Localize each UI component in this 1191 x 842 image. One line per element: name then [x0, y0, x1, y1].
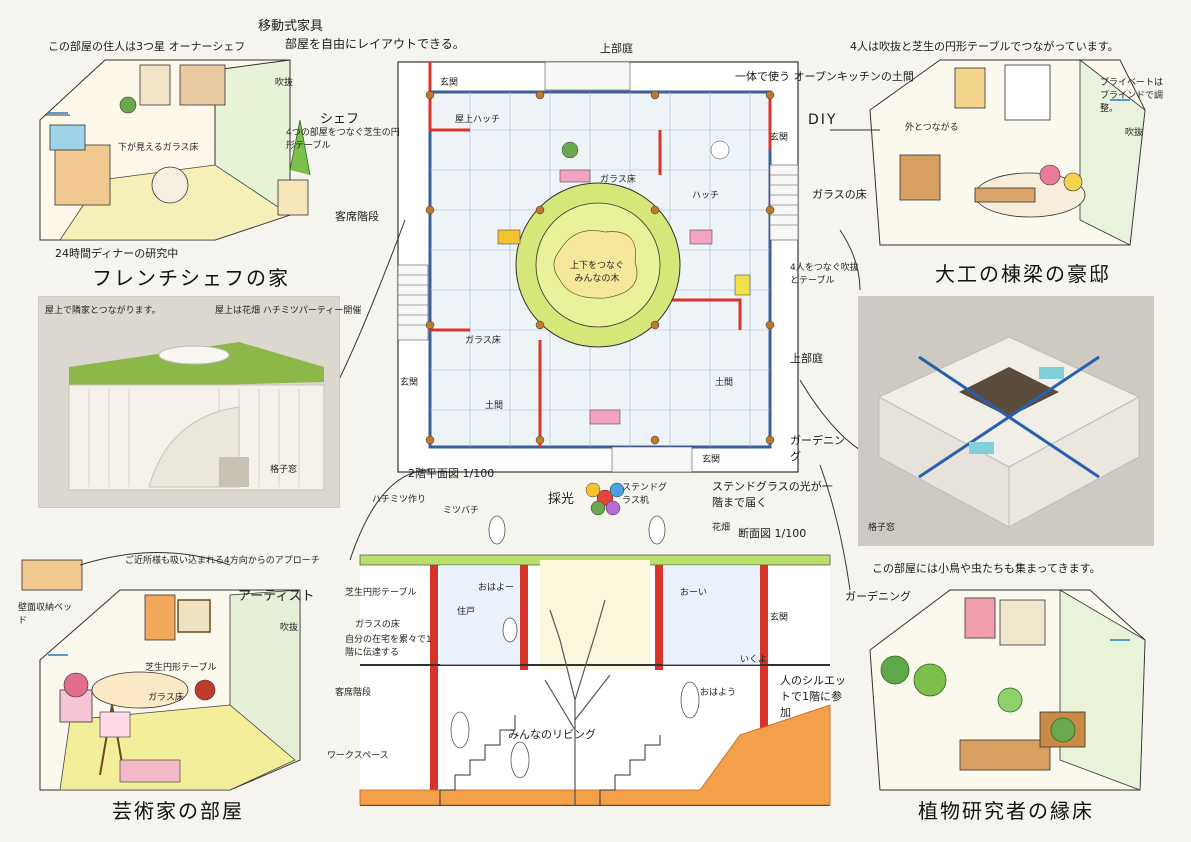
section-genkan: 玄関 [770, 613, 789, 623]
plan-glass-1: ガラス床 [600, 175, 636, 185]
plan-gardening: ガーデニング [790, 434, 845, 463]
plan-genkan-3: 玄関 [400, 378, 419, 388]
plan-connect-note: 4つの部屋をつなぐ芝生の円形テーブル [286, 128, 400, 151]
diy-fukinuke: 吹抜 [1125, 128, 1144, 138]
chef-room-illustration [39, 59, 311, 241]
botanist-room-illustration [869, 589, 1146, 791]
botanist-intro: この部屋には小鳥や虫たちも集まってきます。 [872, 562, 1101, 575]
artist-fukinuke: 吹抜 [280, 623, 299, 633]
diy-caption: 大工の棟梁の豪邸 [935, 262, 1111, 286]
photo-right-lattice-label: 格子窓 [868, 523, 896, 533]
botanist-role: ガーデニング [845, 590, 911, 603]
plan-genkan-2: 玄関 [770, 133, 789, 143]
artist-role: アーティスト [238, 589, 315, 604]
diy-intro: 4人は吹抜と芝生の円形テーブルでつながっています。 [850, 40, 1119, 53]
plan-doma-2: 土間 [715, 378, 734, 388]
chef-fukinuke: 吹抜 [275, 78, 294, 88]
section-skylight: 採光 [548, 492, 575, 507]
section-drawing [359, 482, 831, 806]
model-photo-right [858, 296, 1154, 546]
plan-genkan-1: 玄関 [440, 78, 459, 88]
artist-room-illustration [21, 559, 301, 791]
chef-research-note: 24時間ディナーの研究中 [55, 247, 179, 260]
section-glass-floor: ガラスの床 [355, 620, 400, 630]
approach-note: ご近所様も吸い込まれる4方向からのアプローチ [125, 556, 320, 566]
section-own-house: 自分の在宅を累々で1階に伝達する [345, 635, 432, 658]
section-ohayo-2: おはよう [700, 688, 737, 698]
section-title: 断面図 1/100 [738, 527, 807, 540]
plan-title: 2階平面図 1/100 [408, 467, 495, 480]
plan-center-tree: 上下をつなぐみんなの木 [569, 261, 624, 284]
section-guest-stair: 客席階段 [335, 688, 372, 698]
section-flowerbed: 花畑 [712, 523, 731, 533]
section-oi: おーい [680, 588, 708, 598]
diy-outside-note: 外とつながる [905, 123, 959, 133]
plan-hatch: ハッチ [692, 191, 720, 201]
section-ikuyo: いくよ [740, 655, 768, 665]
floor-plan-drawing [397, 61, 799, 473]
chef-caption: フレンチシェフの家 [92, 266, 290, 290]
section-living: みんなのリビング [508, 728, 596, 741]
artist-caption: 芸術家の部屋 [112, 799, 244, 823]
plan-genkan-4: 玄関 [702, 455, 721, 465]
artist-bed-note: 壁面収納ベッド [18, 603, 73, 626]
photo-left-note-2: 屋上は花畑 ハチミツパーティー開催 [215, 306, 362, 316]
plan-roof-hatch: 屋上ハッチ [455, 115, 501, 125]
movable-furniture-note: 部屋を自由にレイアウトできる。 [285, 37, 465, 51]
section-workspace: ワークスペース [327, 751, 389, 761]
movable-furniture-label: 移動式家具 [258, 19, 324, 34]
plan-guest-stair: 客席階段 [335, 210, 379, 223]
plan-glass-2: ガラス床 [465, 336, 501, 346]
model-photo-left [38, 296, 340, 508]
chef-glass-note: 下が見えるガラス床 [118, 143, 199, 153]
section-silhouette-note: 人のシルエットで1階に参加 [780, 674, 846, 719]
plan-doma-1: 土間 [485, 401, 504, 411]
botanist-caption: 植物研究者の縁床 [918, 799, 1094, 823]
diy-room-illustration [869, 59, 1146, 246]
artist-glass-note: ガラス床 [148, 693, 184, 703]
section-stained-note: ステンドグラスの光が一階まで届く [712, 480, 833, 509]
section-ohayo: おはよー [478, 583, 515, 593]
plan-kitchen-note: 一体で使う オープンキッチンの土間 [735, 70, 914, 83]
section-lawn-table: 芝生円形テーブル [345, 588, 417, 598]
plan-diy-connect: 4人をつなぐ吹抜とテーブル [790, 263, 859, 286]
section-house: 住戸 [457, 607, 476, 617]
chef-role: シェフ [320, 112, 360, 127]
chef-intro: この部屋の住人は3つ星 オーナーシェフ [48, 40, 246, 53]
photo-lattice-label: 格子窓 [270, 465, 298, 475]
section-bee: ミツバチ [443, 506, 480, 516]
plan-top-patio: 上部庭 [600, 42, 633, 55]
photo-left-note-1: 屋上で隣家とつながります。 [45, 306, 161, 316]
section-beehive: ハチミツ作り [372, 495, 427, 505]
diy-role: DIY [808, 112, 838, 128]
artist-table-note: 芝生円形テーブル [145, 663, 217, 673]
plan-right-patio: 上部庭 [790, 352, 823, 365]
plan-glass-floor: ガラスの床 [812, 188, 867, 201]
section-stained: ステンドグラス机 [622, 483, 668, 506]
diy-private-note: プライベートはブラインドで調整。 [1100, 78, 1164, 114]
